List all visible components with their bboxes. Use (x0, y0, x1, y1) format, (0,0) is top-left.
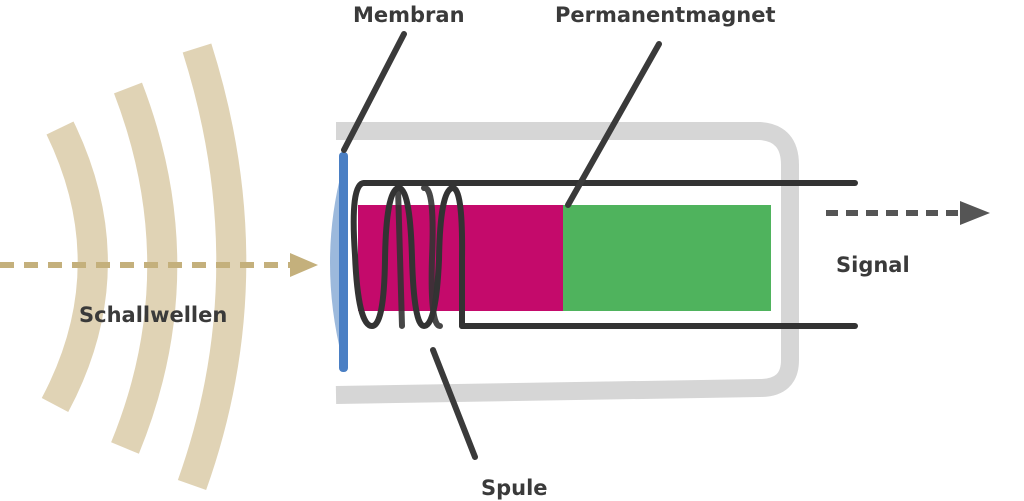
label-membrane: Membran (353, 3, 465, 27)
membrane (330, 152, 348, 372)
membrane-leader (341, 31, 407, 153)
magnet-leader (565, 41, 662, 208)
coil (350, 180, 858, 330)
sound-wave-arc-1 (41, 121, 108, 413)
signal-output-arrow-icon (826, 201, 990, 225)
magnet-north-pole (563, 205, 771, 311)
permanent-magnet (358, 205, 771, 311)
sound-wave-arc-3 (177, 43, 247, 491)
label-signal: Signal (836, 253, 910, 277)
sound-wave-arc-2 (111, 82, 178, 454)
coil-leader (430, 347, 478, 460)
label-soundwaves: Schallwellen (79, 303, 227, 327)
microphone-housing (335, 122, 799, 404)
membrane-bar (339, 152, 348, 372)
leader-lines (341, 31, 662, 460)
sound-input-arrow-icon (0, 253, 318, 277)
sound-waves-icon (41, 43, 247, 491)
label-permanent-magnet: Permanentmagnet (555, 3, 776, 27)
label-coil: Spule (481, 476, 548, 500)
